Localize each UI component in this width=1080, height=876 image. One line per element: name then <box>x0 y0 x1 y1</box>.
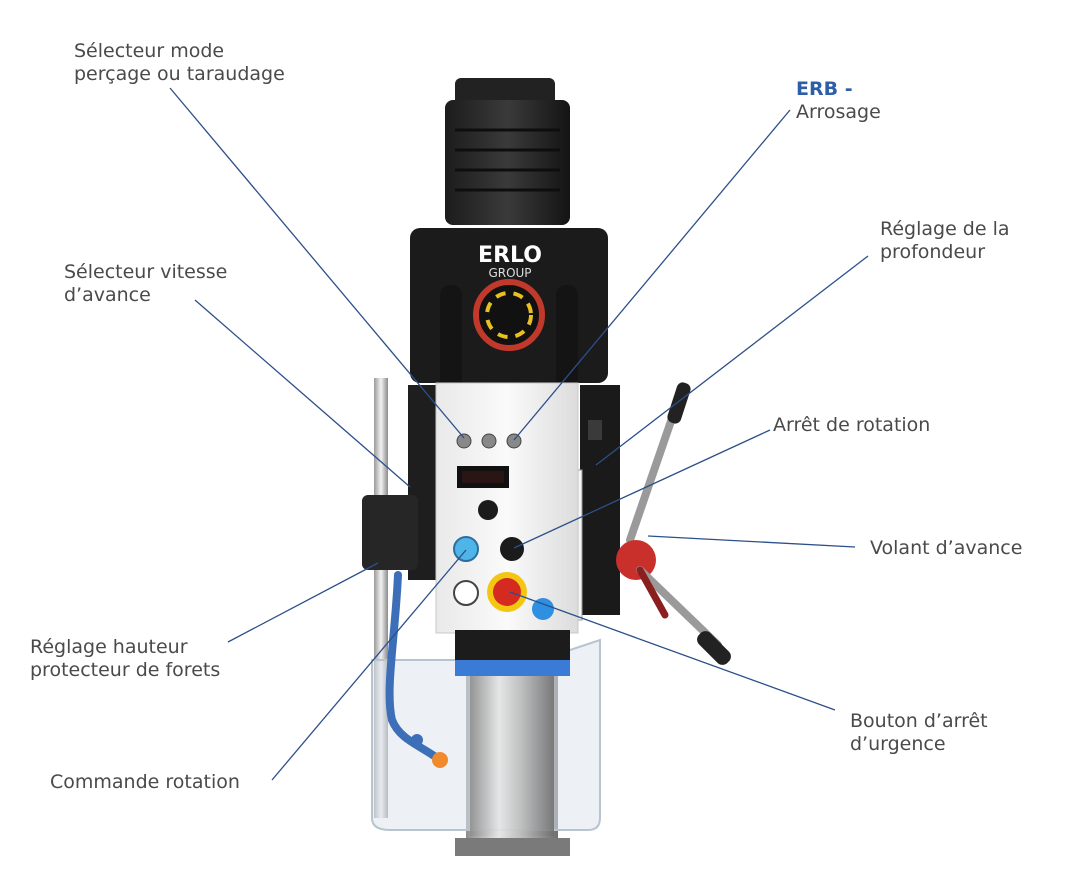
label-feed-wheel: Volant d’avance <box>870 537 1022 560</box>
label-erb-line2: Arrosage <box>796 101 881 123</box>
label-emergency: Bouton d’arrêt d’urgence <box>850 710 988 756</box>
feed-wheel-grip-upper <box>667 382 691 424</box>
label-feed-speed: Sélecteur vitesse d’avance <box>64 261 227 307</box>
label-depth-line2: profondeur <box>880 241 986 263</box>
brand-logo-line1: ERLO <box>478 243 542 268</box>
leader-feed-wheel <box>647 535 856 548</box>
brand-logo-line2: GROUP <box>488 266 531 280</box>
feed-selector-box <box>362 495 418 570</box>
leader-rotation-stop <box>513 429 771 549</box>
coolant-toggle <box>506 433 522 449</box>
rotation-start-button <box>453 536 479 562</box>
panel-bottom-block <box>455 630 570 660</box>
column-base <box>455 838 570 856</box>
feed-knob <box>478 500 498 520</box>
coolant-nozzle <box>432 752 448 768</box>
head-handle-left <box>440 285 462 395</box>
head-handle-right <box>556 285 578 395</box>
label-rotation-cmd: Commande rotation <box>50 771 240 794</box>
rotation-stop-button <box>500 537 524 561</box>
chip-guard-top-ring <box>455 660 570 676</box>
label-erb: ERB - Arrosage <box>796 78 881 124</box>
leader-guard-height <box>227 562 379 643</box>
label-guard-height-line2: protecteur de forets <box>30 659 221 681</box>
spindle-sleeve <box>470 676 554 836</box>
label-rotation-stop: Arrêt de rotation <box>773 414 930 437</box>
emergency-stop-button <box>493 578 521 606</box>
label-feed-speed-line1: Sélecteur vitesse <box>64 261 228 283</box>
label-mode-selector: Sélecteur mode perçage ou taraudage <box>74 40 285 86</box>
leader-mode-selector <box>169 87 465 439</box>
label-emergency-line1: Bouton d’arrêt <box>850 710 988 732</box>
label-depth: Réglage de la profondeur <box>880 218 1010 264</box>
label-rotation-stop-line1: Arrêt de rotation <box>773 414 931 436</box>
label-guard-height-line1: Réglage hauteur <box>30 636 188 658</box>
leader-emergency <box>509 591 836 711</box>
label-feed-wheel-line1: Volant d’avance <box>870 537 1023 559</box>
blue-indicator <box>532 598 554 620</box>
label-mode-selector-line2: perçage ou taraudage <box>74 63 285 85</box>
leader-depth <box>595 255 869 466</box>
white-button <box>453 580 479 606</box>
label-emergency-line2: d’urgence <box>850 733 946 755</box>
label-feed-speed-line2: d’avance <box>64 284 151 306</box>
label-mode-selector-line1: Sélecteur mode <box>74 40 225 62</box>
feed-wheel-hub <box>616 540 656 580</box>
label-rotation-cmd-line1: Commande rotation <box>50 771 240 793</box>
label-guard-height: Réglage hauteur protecteur de forets <box>30 636 220 682</box>
label-depth-line1: Réglage de la <box>880 218 1010 240</box>
speed-dial <box>473 279 545 351</box>
middle-toggle <box>481 433 497 449</box>
leader-rotation-cmd <box>271 549 467 781</box>
coolant-hose <box>385 571 444 764</box>
feed-wheel-grip-lower <box>697 631 731 665</box>
mode-toggle <box>456 433 472 449</box>
leader-feed-speed <box>194 299 411 488</box>
leader-erb <box>513 109 791 441</box>
label-erb-title: ERB - <box>796 78 853 100</box>
